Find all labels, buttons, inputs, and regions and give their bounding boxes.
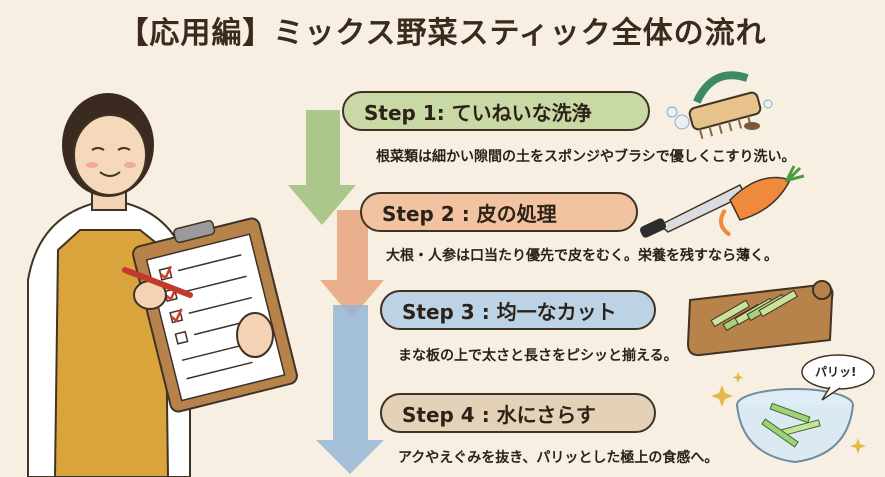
step-4-description: アクやえぐみを抜き、パリッとした極上の食感へ。 xyxy=(398,450,719,466)
step-1-pill: Step 1: ていねいな洗浄 xyxy=(342,91,650,131)
bubble-shape xyxy=(801,354,875,401)
step-1-label: Step 1: ていねいな洗浄 xyxy=(364,100,592,125)
step-3-description: まな板の上で太さと長さをピシッと揃える。 xyxy=(398,348,678,364)
page-title: 【応用編】ミックス野菜スティック全体の流れ xyxy=(118,16,767,51)
step-3-label: Step 3 : 均一なカット xyxy=(402,299,617,324)
step-2-pill: Step 2 : 皮の処理 xyxy=(360,192,638,232)
brush-illustration xyxy=(666,71,773,140)
step-2-label: Step 2 : 皮の処理 xyxy=(382,201,557,226)
flow-arrow-3 xyxy=(316,305,384,474)
step-4-pill: Step 4 : 水にさらす xyxy=(380,393,656,433)
knife-carrot-illustration xyxy=(639,165,805,238)
cutting-board-illustration xyxy=(686,280,834,357)
step-3-pill: Step 3 : 均一なカット xyxy=(380,290,656,330)
flow-arrow-2 xyxy=(320,210,384,318)
step-4-label: Step 4 : 水にさらす xyxy=(402,402,596,427)
step-1-description: 根菜類は細かい隙間の土をスポンジやブラシで優しくこすり洗い。 xyxy=(376,149,796,165)
bubble-text: パリッ! xyxy=(815,365,857,379)
flow-arrow-1 xyxy=(288,110,356,225)
woman-illustration xyxy=(27,93,191,477)
clipboard-illustration xyxy=(122,217,298,413)
step-2-description: 大根・人参は口当たり優先で皮をむく。栄養を残すなら薄く。 xyxy=(386,248,778,264)
